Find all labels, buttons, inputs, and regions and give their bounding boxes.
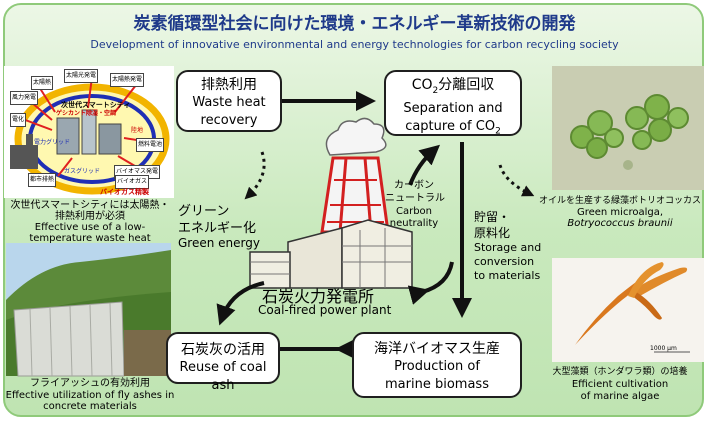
power-plant-en: Coal-fired power plant (258, 303, 392, 317)
waste-heat-en2: recovery (200, 113, 258, 128)
smart-city-center-label: 次世代スマートシティ (61, 101, 131, 109)
microalga-caption-en1: Green microalga, (576, 207, 664, 218)
algae-caption-jp: 大型藻類（ホンダワラ類）の培養 (552, 367, 688, 377)
storage-jp1: 貯留・ (474, 210, 511, 224)
waste-heat-en1: Waste heat (192, 95, 266, 110)
title-japanese: 炭素循環型社会に向けた環境・エネルギー革新技術の開発 (133, 14, 576, 34)
smart-city-tag-power-grid: 電力グリッド (34, 139, 71, 146)
arrow-biomass-to-plant (407, 261, 454, 305)
smart-city-caption-en1: Effective use of a low- (34, 222, 146, 233)
marine-jp: 海洋バイオマス生産 (374, 341, 500, 357)
microalga-caption-jp: オイルを生産する緑藻ボトリオコッカス (538, 196, 701, 206)
co2-en1: Separation and (403, 100, 503, 116)
carbon-neutral-jp2: ニュートラル (385, 193, 445, 204)
title-english: Development of innovative environmental … (90, 38, 619, 51)
coal-ash-box: 石炭灰の活用 Reuse of coal ash (166, 332, 280, 393)
algae-caption-en1: Efficient cultivation (571, 379, 669, 390)
smart-city-tag-solar-thermal: 太陽熱発電 (110, 73, 145, 87)
fly-ash-caption-en2: concrete materials (43, 401, 137, 412)
co2-jp: CO2分離回収 (411, 77, 495, 96)
cycle-arrows (216, 91, 535, 359)
storage-en3: to materials (474, 269, 541, 282)
power-plant-image (249, 117, 413, 289)
carbon-neutral-en1: Carbon (395, 206, 433, 217)
marine-biomass-box: 海洋バイオマス生産 Production of marine biomass (352, 332, 522, 398)
smart-city-tag-pv: 太陽光発電 (64, 69, 99, 83)
marine-en1: Production of (394, 359, 480, 374)
dotted-arrow-to-microalga (498, 164, 535, 197)
carbon-neutral-en2: neutrality (389, 218, 439, 229)
smart-city-tag-electrification: 電化 (10, 113, 27, 127)
power-plant-jp: 石炭火力発電所 (262, 287, 375, 306)
green-energy-en: Green energy (178, 236, 260, 250)
marine-algae-image (552, 258, 704, 362)
microalga-image (552, 66, 704, 190)
dotted-arrow-green-energy (244, 151, 266, 200)
smart-city-tag-urban-heat: 都市排熱 (28, 173, 57, 187)
waste-heat-jp: 排熱利用 (201, 77, 257, 93)
carbon-neutral-jp1: カーボン (394, 180, 434, 191)
fly-ash-caption-jp: フライアッシュの有効利用 (30, 378, 150, 389)
smart-city-tag-land: 陸地 (131, 127, 144, 134)
storage-jp2: 原料化 (474, 226, 511, 240)
green-energy-jp2: エネルギー化 (178, 221, 257, 236)
smart-city-caption-jp1: 次世代スマートシティには太陽熱・ (10, 200, 170, 211)
fly-ash-caption-en1: Effective utilization of fly ashes in (5, 390, 175, 401)
algae-caption-en2: of marine algae (580, 391, 660, 402)
smart-city-tag-fuel-cell: 燃料電池 (136, 138, 165, 152)
smart-city-tag-solar-heat: 太陽熱 (31, 76, 54, 90)
storage-en1: Storage and (474, 241, 542, 254)
marine-en2: marine biomass (385, 377, 489, 392)
coal-ash-en: Reuse of coal ash (179, 360, 267, 393)
arrow-plant-to-coal-ash (216, 281, 265, 326)
smart-city-tag-gas-grid: ガスグリッド (64, 168, 101, 175)
smart-city-center-sublabel: ゲシカント除湿・空調 (56, 110, 117, 117)
green-energy-jp1: グリーン (178, 204, 230, 219)
waste-heat-box: 排熱利用 Waste heat recovery (176, 70, 282, 132)
microalga-caption-en2: Botryococcus braunii (567, 218, 673, 229)
smart-city-caption-jp2: 排熱利用が必須 (55, 211, 125, 222)
smart-city-tag-biogas: バイオガス (115, 175, 150, 189)
co2-en2: capture of CO2 (405, 118, 501, 137)
coal-ash-jp: 石炭灰の活用 (181, 342, 265, 358)
co2-box: CO2分離回収 Separation and capture of CO2 (384, 70, 522, 136)
algae-scale-bar-label: 1000 μm (650, 345, 677, 352)
smart-city-tag-biogas-refine: バイオガス精製 (100, 188, 149, 196)
fly-ash-dam-image (6, 243, 171, 377)
smart-city-caption-en2: temperature waste heat (29, 233, 151, 244)
storage-en2: conversion (474, 255, 535, 268)
arrow-plant-to-co2 (408, 144, 441, 186)
smart-city-tag-wind: 風力発電 (10, 91, 39, 105)
